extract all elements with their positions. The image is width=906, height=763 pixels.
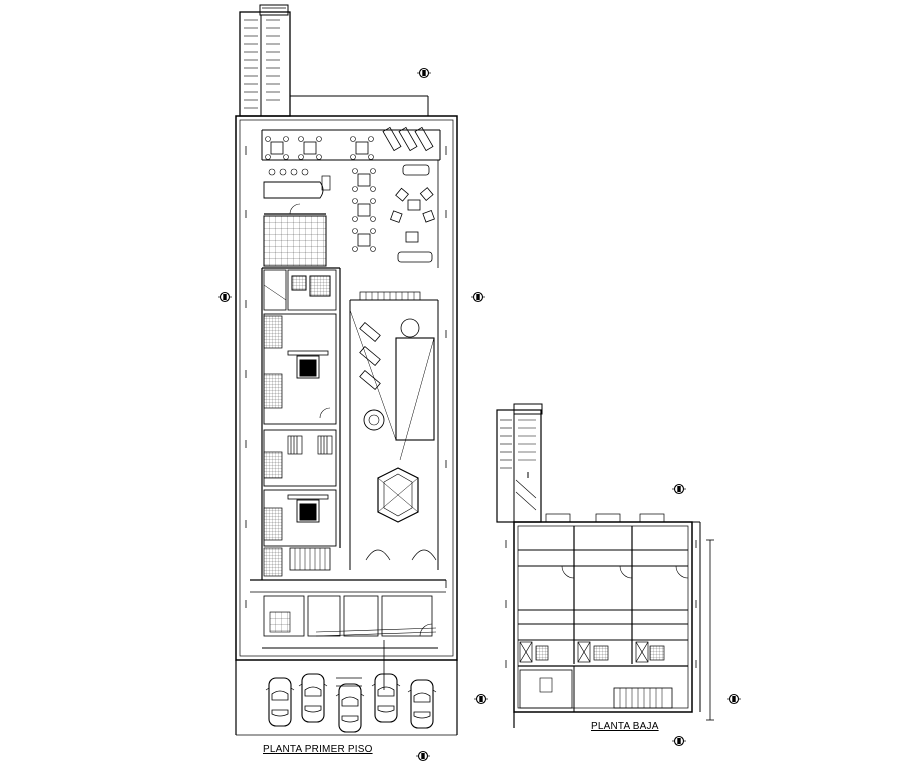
ground-floor-plan (496, 403, 714, 728)
first-floor-plan (235, 4, 458, 736)
ground-floor-plan-title: PLANTA BAJA (591, 721, 659, 732)
first-floor-plan-title: PLANTA PRIMER PISO (263, 744, 373, 755)
